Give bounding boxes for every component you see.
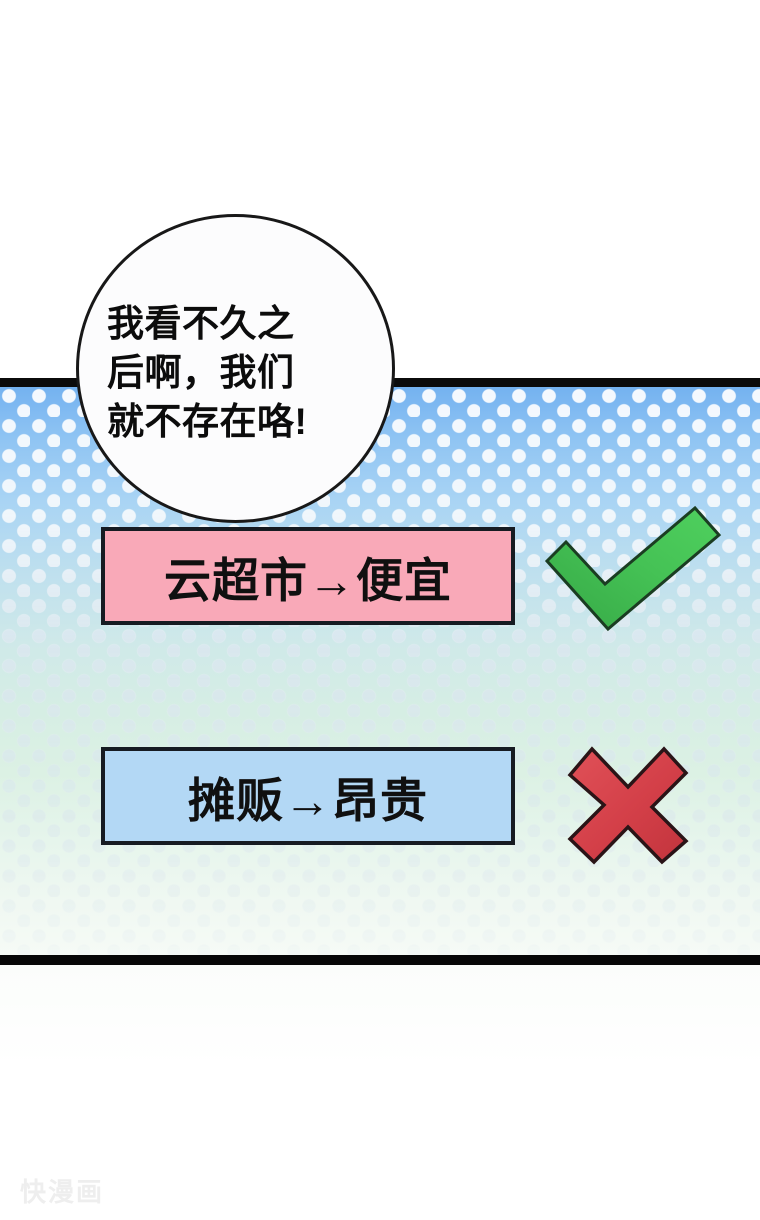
cross-icon — [567, 746, 689, 865]
check-icon — [544, 505, 722, 632]
comic-panel — [0, 378, 760, 965]
comparison-banner-expensive-label: 摊贩→昂贵 — [188, 773, 428, 827]
page-footer-area — [0, 965, 760, 1220]
comparison-banner-expensive: 摊贩→昂贵 — [101, 747, 515, 845]
verdict-check — [543, 505, 723, 635]
comparison-banner-cheap: 云超市→便宜 — [101, 527, 515, 625]
speech-bubble-text: 我看不久之 后啊，我们 就不存在咯! — [107, 303, 308, 442]
panel-halftone-shadow-dots — [0, 387, 760, 955]
speech-bubble: 我看不久之 后啊，我们 就不存在咯! — [76, 214, 395, 523]
site-watermark: 快漫画 — [20, 1177, 105, 1207]
comparison-banner-cheap-label: 云超市→便宜 — [164, 553, 452, 607]
verdict-cross — [566, 745, 690, 865]
